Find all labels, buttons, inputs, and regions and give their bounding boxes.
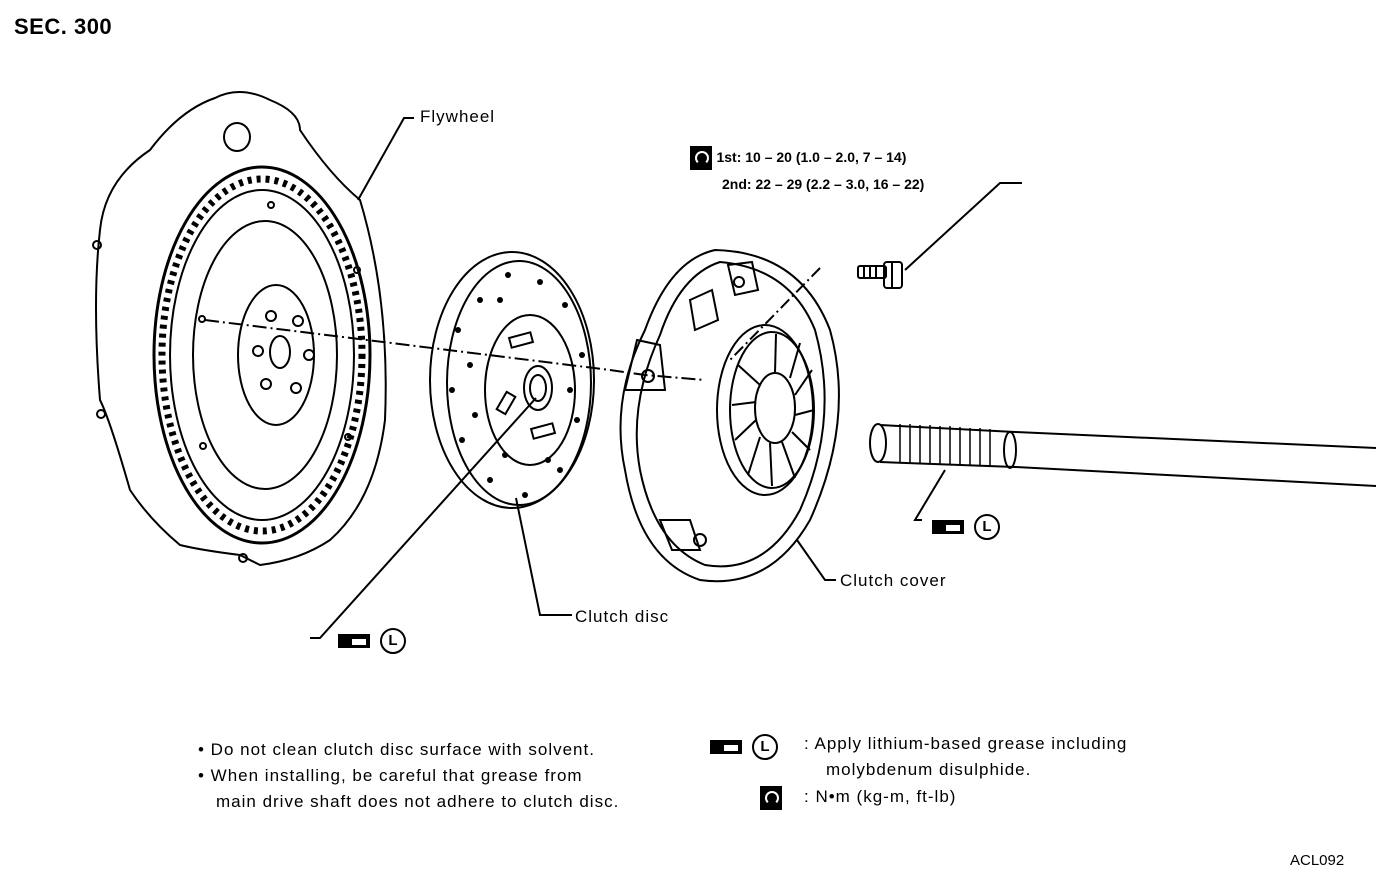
- clutch-cover-shape: [619, 248, 840, 583]
- flywheel-housing: [95, 91, 387, 567]
- torque-wrench-icon: [690, 146, 712, 170]
- flywheel-ring-gear: [152, 165, 372, 545]
- grease-icon: [338, 634, 370, 648]
- legend-grease-line-1: : Apply lithium-based grease including: [804, 734, 1128, 753]
- bolt-shape: [857, 261, 903, 289]
- shaft-grease-symbol: L: [932, 514, 1000, 540]
- torque-second-stage: 2nd: 22 – 29 (2.2 – 3.0, 16 – 22): [722, 176, 925, 192]
- legend-torque: [760, 786, 782, 810]
- figure-code: ACL092: [1290, 852, 1345, 869]
- main-drive-shaft: [869, 423, 1376, 487]
- section-title: SEC. 300: [14, 14, 113, 39]
- torque-wrench-icon: [760, 786, 782, 810]
- legend-torque-unit: : N•m (kg-m, ft-lb): [804, 787, 957, 806]
- note-line-2: • When installing, be careful that greas…: [198, 766, 583, 785]
- torque-spec: 1st: 10 – 20 (1.0 – 2.0, 7 – 14): [690, 146, 906, 170]
- flywheel-label: Flywheel: [420, 107, 496, 126]
- note-line-3: main drive shaft does not adhere to clut…: [216, 792, 620, 811]
- lithium-grease-icon: L: [974, 514, 1000, 540]
- clutch-disc-shape: [429, 251, 595, 509]
- note-line-1: • Do not clean clutch disc surface with …: [198, 740, 595, 759]
- legend-grease-line-2: molybdenum disulphide.: [826, 760, 1032, 779]
- legend-grease-symbol: L: [710, 734, 778, 760]
- torque-first-stage: 1st: 10 – 20 (1.0 – 2.0, 7 – 14): [716, 149, 907, 166]
- clutch-cover-label: Clutch cover: [840, 571, 947, 590]
- grease-icon: [932, 520, 964, 534]
- disc-grease-symbol: L: [338, 628, 406, 654]
- lithium-grease-icon: L: [752, 734, 778, 760]
- lithium-grease-icon: L: [380, 628, 406, 654]
- grease-icon: [710, 740, 742, 754]
- clutch-disc-label: Clutch disc: [575, 607, 670, 626]
